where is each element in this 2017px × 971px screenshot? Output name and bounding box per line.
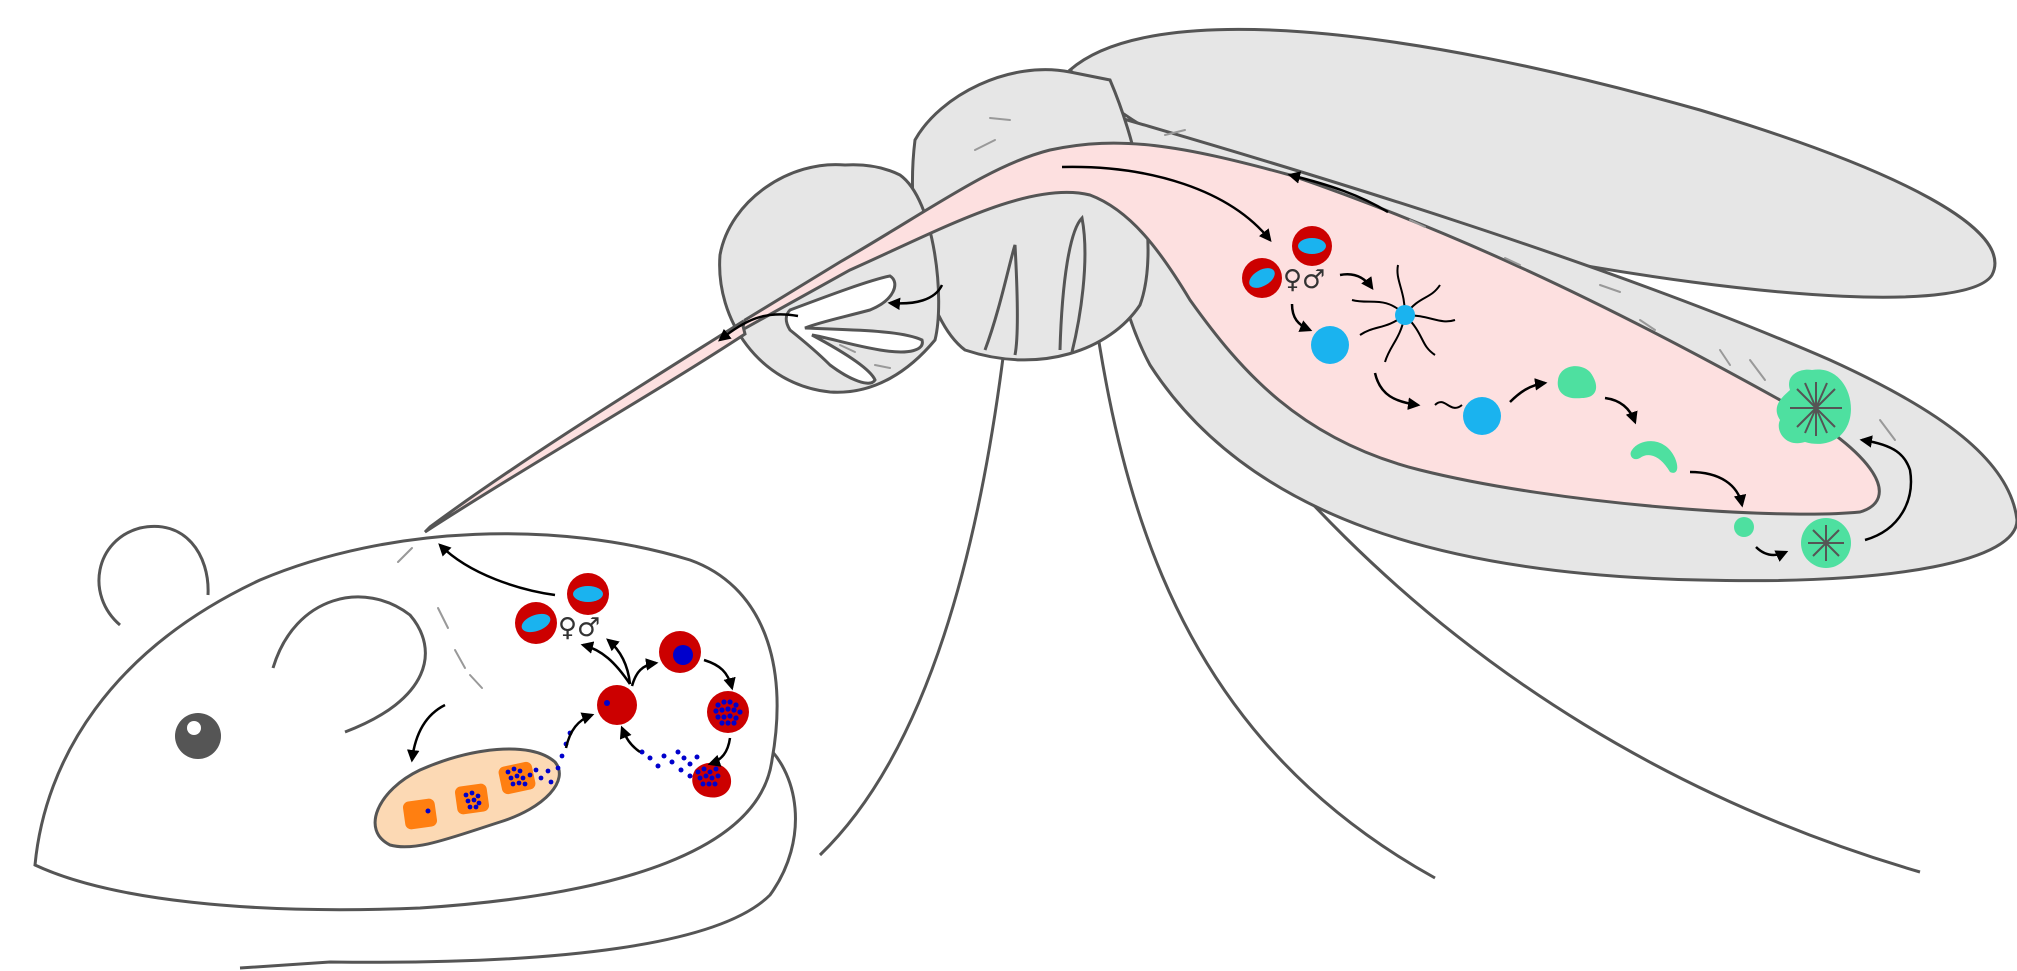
macrogamete — [1311, 326, 1349, 364]
gametocyte-rbc — [1292, 226, 1332, 266]
gametocyte-rbc — [515, 602, 557, 644]
eye-highlight — [187, 721, 201, 735]
sex-symbols: ♀♂ — [558, 613, 600, 643]
mouse-eye — [175, 713, 221, 759]
schizont-rbc — [707, 691, 749, 733]
sex-symbols: ♀♂ — [1283, 265, 1325, 295]
trophozoite-rbc — [659, 631, 701, 673]
mouse-ear — [99, 526, 208, 625]
hepatocyte — [402, 798, 438, 830]
mosquito-proboscis — [425, 322, 745, 532]
gametocyte-rbc — [567, 573, 609, 615]
oocyst — [1801, 518, 1851, 568]
gametocyte-rbc — [1242, 258, 1282, 298]
ring-stage-rbc — [597, 685, 637, 725]
early-oocyst — [1734, 517, 1754, 537]
